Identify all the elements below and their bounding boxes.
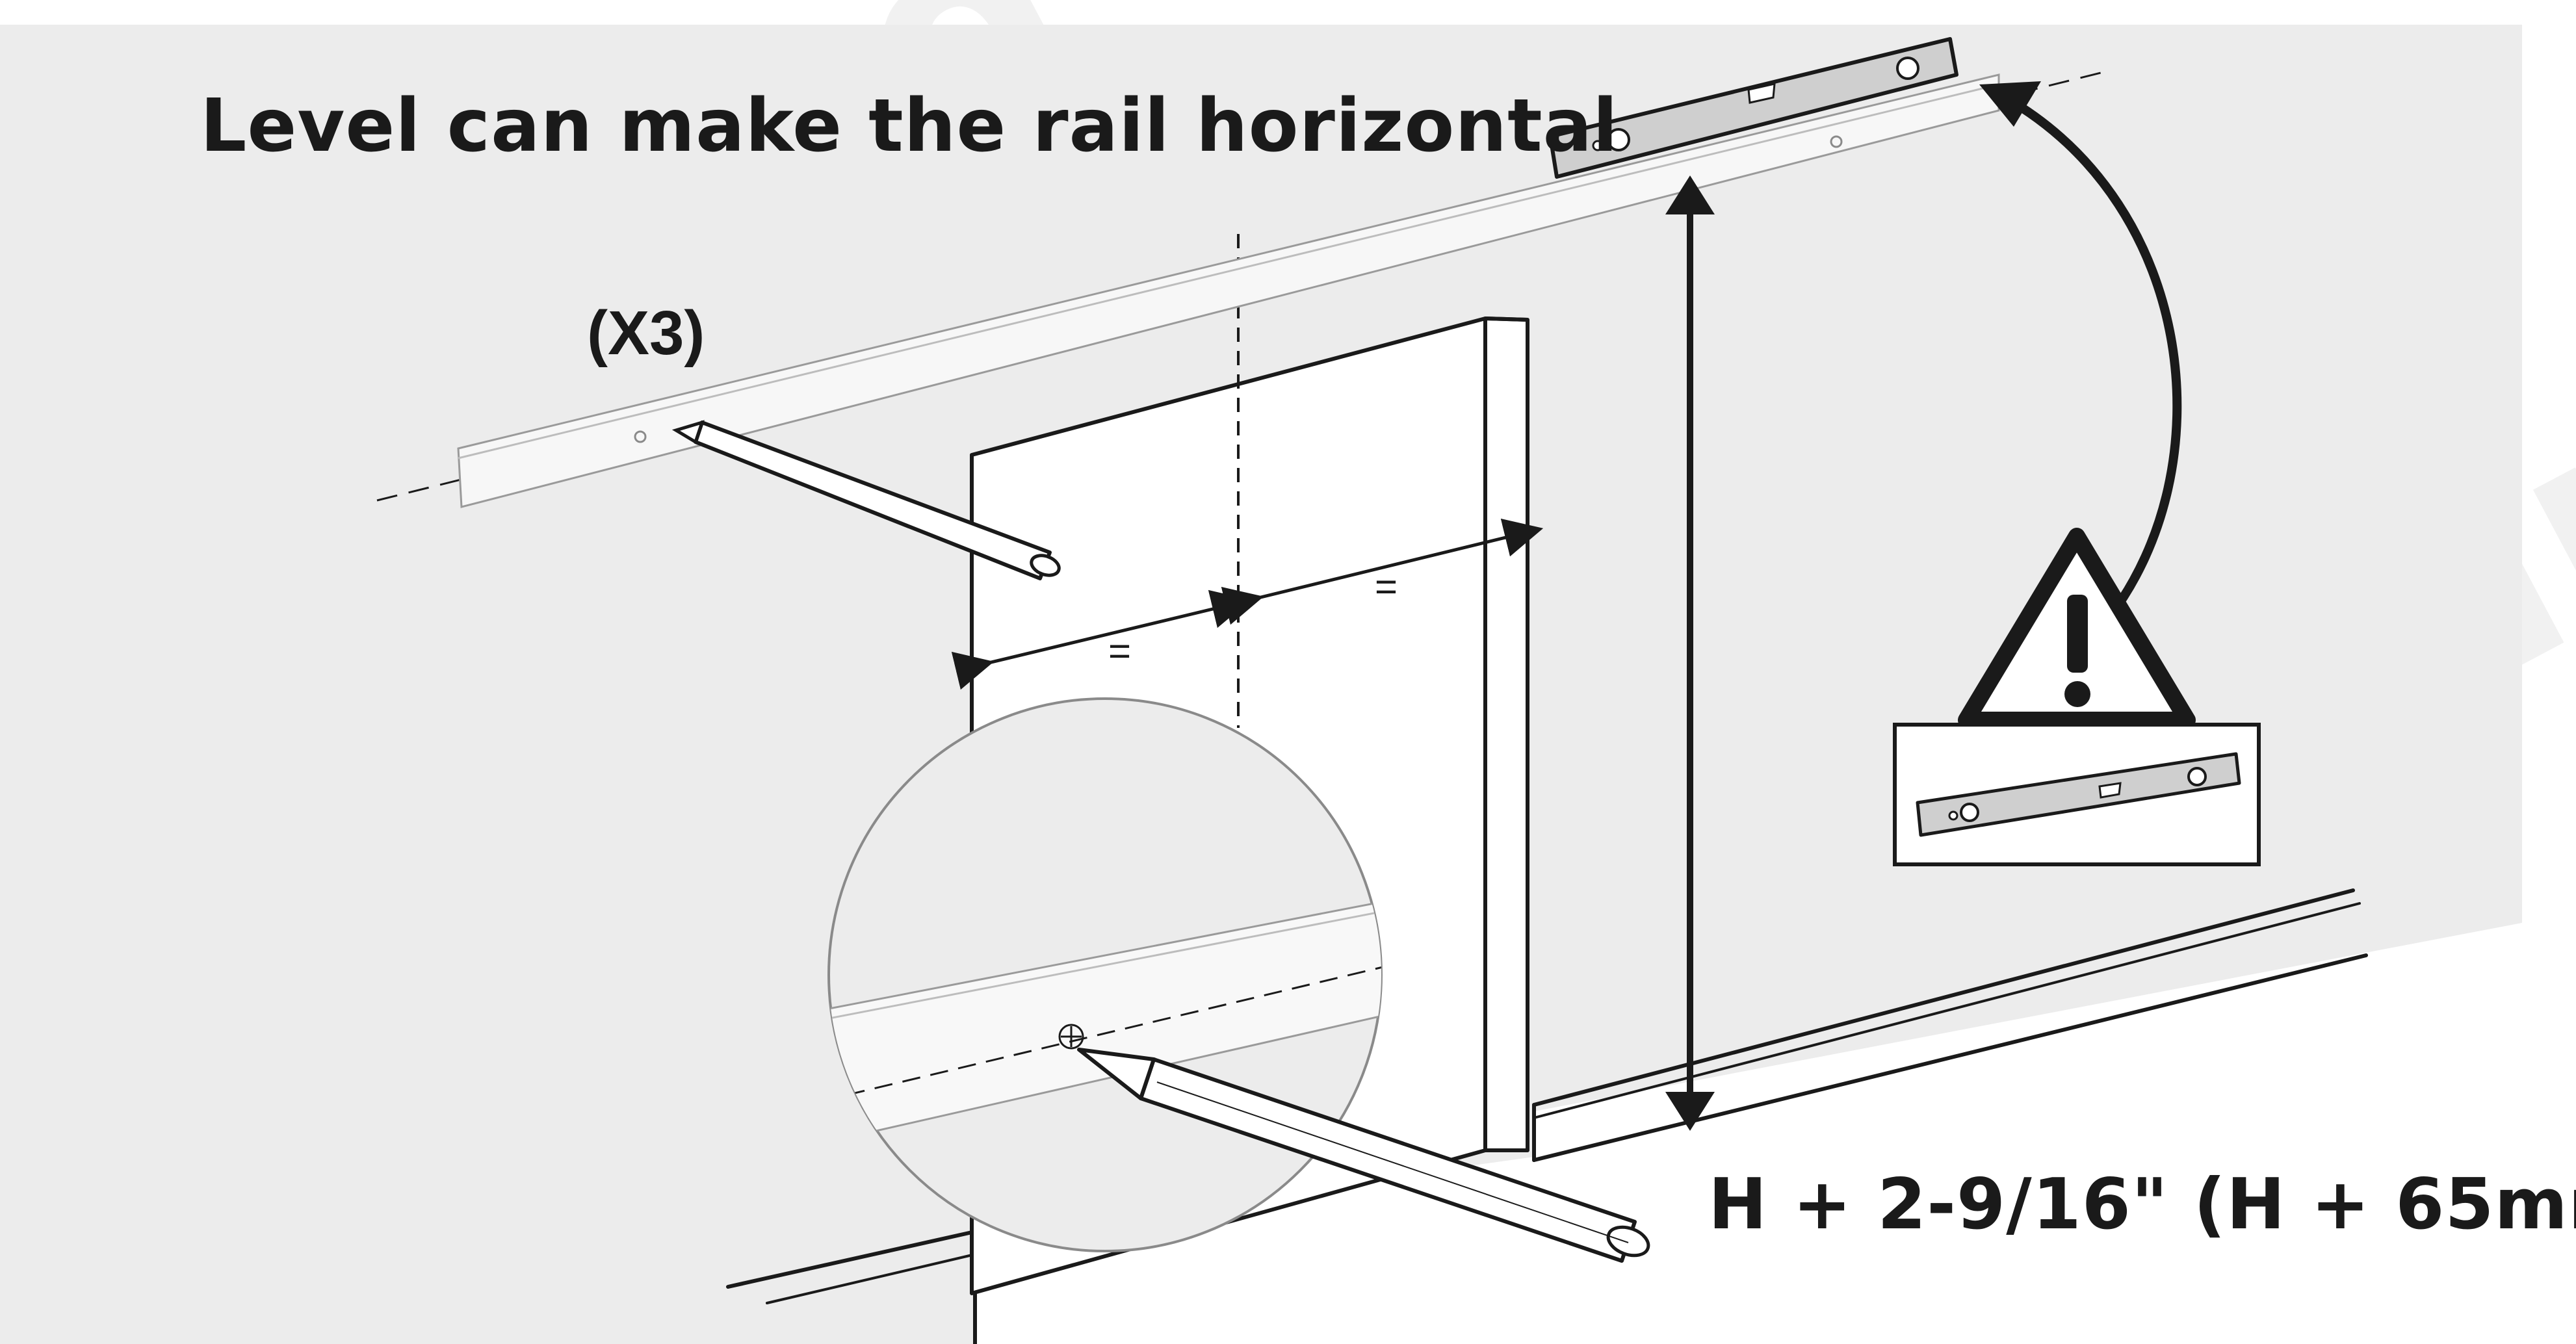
rail-hole-left <box>634 430 647 443</box>
instruction-title: Level can make the rail horizontal <box>200 84 1619 168</box>
spirit-level-icon <box>1548 37 1958 179</box>
baseboard <box>726 888 2368 1344</box>
pencil-detail-icon <box>1077 1048 1650 1263</box>
pencil-icon <box>671 420 1061 580</box>
mounting-rail <box>457 73 2000 508</box>
equal-mark-left: = <box>1108 629 1131 673</box>
height-dimension-label: H + 2-9/16" (H + 65mm ) <box>1708 1164 2576 1245</box>
quantity-label: (X3) <box>587 298 705 368</box>
level-inset-panel <box>1893 723 2261 866</box>
warning-triangle-icon <box>1958 528 2196 729</box>
rail-hole-right <box>1830 135 1843 148</box>
equal-width-arrows <box>951 518 1544 690</box>
height-arrow <box>1665 175 1715 1131</box>
equal-mark-right: = <box>1375 565 1398 608</box>
curved-arrow-icon <box>1979 81 2182 622</box>
